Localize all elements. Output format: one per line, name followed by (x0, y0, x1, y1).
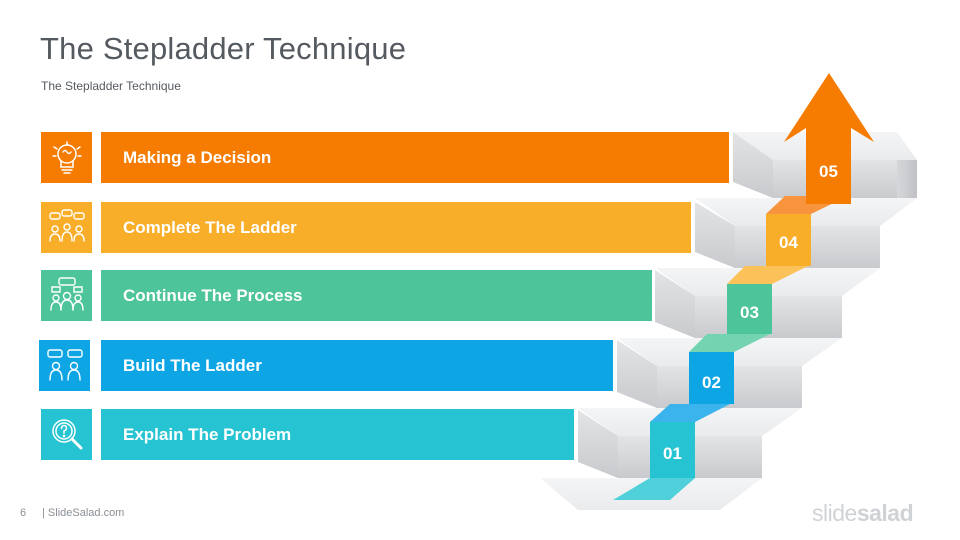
logo-part2: salad (856, 500, 914, 526)
path-riser-01 (650, 422, 695, 478)
path-tread-04 (727, 266, 808, 284)
page-number: 6 (20, 507, 27, 519)
step-4-icon-box (41, 202, 92, 253)
stair-riser-4 (695, 202, 735, 268)
step-number-02: 02 (702, 373, 721, 392)
magnifier-question-icon (51, 418, 82, 449)
path-tread-03 (689, 334, 770, 352)
footer-brand: | SlideSalad.com (42, 507, 125, 519)
page-subtitle: The Stepladder Technique (41, 79, 181, 93)
step-5-icon-box (41, 132, 92, 183)
stair-riser-2 (617, 340, 657, 408)
path-riser-02 (689, 352, 734, 404)
step-3-icon-box (41, 270, 92, 321)
step-1-bar: Explain The Problem (101, 409, 574, 460)
step-3-bar: Continue The Process (101, 270, 652, 321)
stair-riser-1 (578, 410, 618, 478)
step-2-icon-box (39, 340, 90, 391)
path-tread-01 (613, 478, 695, 500)
step-2-label: Build The Ladder (123, 355, 262, 375)
step-3-label: Continue The Process (123, 285, 303, 305)
group-discussion-icon (48, 208, 85, 242)
step-1-label: Explain The Problem (123, 424, 292, 444)
step-5-bar: Making a Decision (101, 132, 729, 183)
step-1-icon-box (41, 409, 92, 460)
step-number-01: 01 (663, 444, 682, 463)
step-4-bar: Complete The Ladder (101, 202, 691, 253)
two-people-chat-icon (46, 348, 83, 381)
step-number-04: 04 (779, 233, 798, 252)
path-riser-04 (766, 214, 811, 266)
logo-part1: slide (812, 500, 857, 526)
path-tread-02 (650, 404, 730, 422)
page-title: The Stepladder Technique (40, 31, 407, 66)
lightbulb-brain-icon (51, 140, 82, 174)
step-number-05: 05 (819, 162, 838, 181)
step-4-label: Complete The Ladder (123, 217, 297, 237)
stair-side-5 (897, 160, 917, 198)
path-arrow-05 (784, 73, 874, 204)
stair-riser-5 (733, 132, 773, 198)
path-riser-03 (727, 284, 772, 334)
stair-riser-3 (655, 270, 695, 338)
step-5-label: Making a Decision (123, 147, 272, 167)
step-number-03: 03 (740, 303, 759, 322)
step-2-bar: Build The Ladder (101, 340, 613, 391)
team-chat-icon (49, 276, 84, 311)
slidesalad-logo: slidesalad (812, 500, 914, 527)
